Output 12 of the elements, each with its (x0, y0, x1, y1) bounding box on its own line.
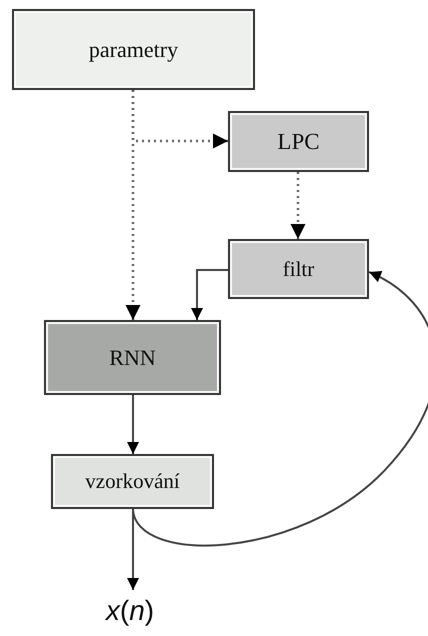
process-box: vzorkování (51, 454, 214, 509)
arrow (132, 90, 228, 148)
process-box: LPC (228, 111, 369, 172)
arrow (127, 395, 139, 454)
process-box: parametry (12, 9, 255, 90)
arrow (127, 509, 139, 590)
arrow (290, 172, 306, 239)
process-box: filtr (228, 239, 369, 299)
arrow (132, 271, 428, 546)
output-label: x(n) (106, 595, 154, 627)
process-box: RNN (44, 320, 221, 395)
arrow (191, 269, 228, 320)
